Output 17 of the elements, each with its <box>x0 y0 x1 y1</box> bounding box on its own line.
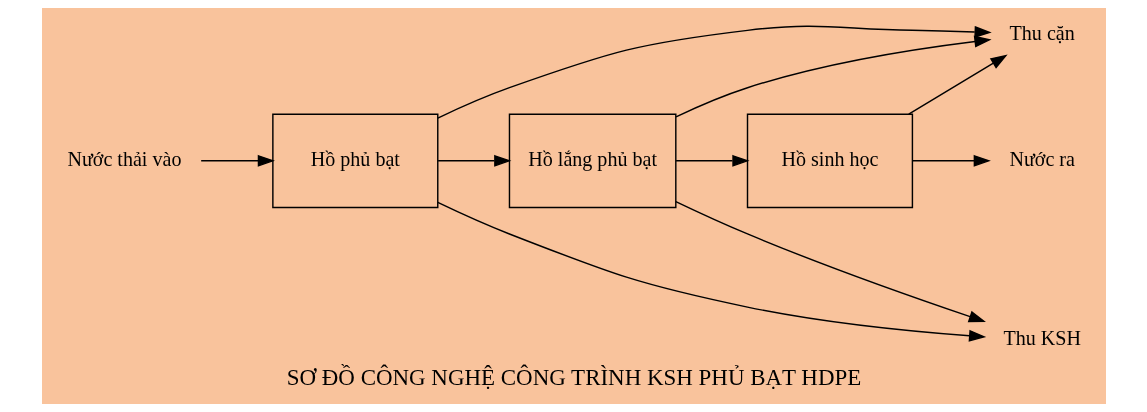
arrow <box>907 54 1008 115</box>
arrow <box>911 154 991 167</box>
node-box: Hồ sinh học <box>746 113 913 209</box>
diagram-title: SƠ ĐỒ CÔNG NGHỆ CÔNG TRÌNH KSH PHỦ BẠT HDPE <box>286 364 861 390</box>
node-box: Hồ lắng phủ bạt <box>508 113 677 209</box>
arrow <box>436 154 511 167</box>
node-text: Nước thải vào <box>66 148 181 171</box>
arrow <box>436 201 986 342</box>
arrow <box>674 200 986 323</box>
arrow <box>674 35 992 118</box>
node-text: Nước ra <box>1008 148 1075 171</box>
arrow <box>674 154 750 167</box>
arrow <box>436 25 992 119</box>
node-text: Thu cặn <box>1009 21 1075 44</box>
node-box: Hồ phủ bạt <box>271 113 438 209</box>
node-text: Thu KSH <box>1002 327 1081 350</box>
arrow <box>199 154 275 167</box>
